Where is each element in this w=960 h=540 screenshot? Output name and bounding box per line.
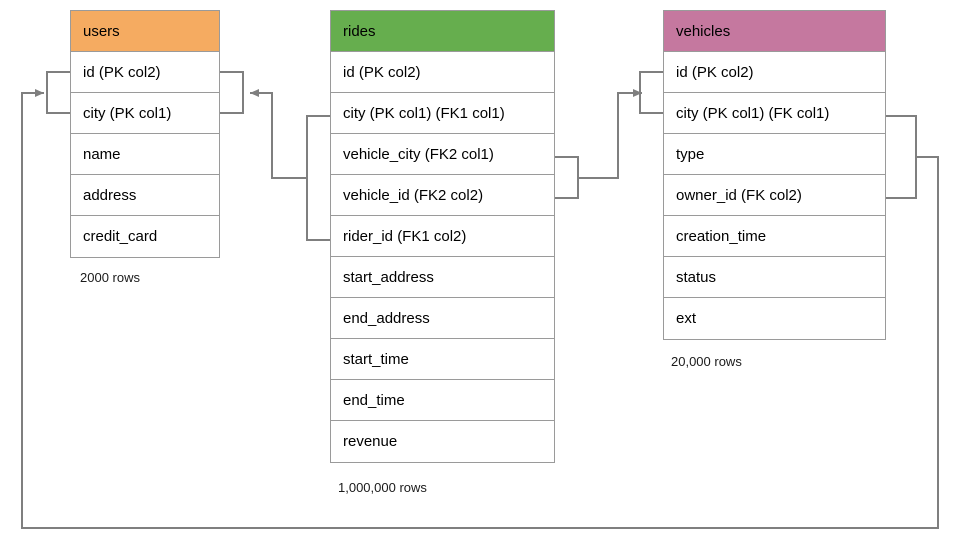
entity-users[interactable]: users id (PK col2) city (PK col1) name a… xyxy=(70,10,220,258)
entity-rides-field-end-time[interactable]: end_time xyxy=(331,380,554,421)
entity-users-field-address[interactable]: address xyxy=(71,175,219,216)
entity-users-field-city[interactable]: city (PK col1) xyxy=(71,93,219,134)
entity-rides-field-revenue[interactable]: revenue xyxy=(343,433,398,450)
edge-vehicles-right-bracket xyxy=(885,115,917,199)
entity-vehicles-field-city[interactable]: city (PK col1) (FK col1) xyxy=(664,93,885,134)
entity-vehicles-field-status[interactable]: status xyxy=(664,257,885,298)
entity-rides-row-count: 1,000,000 rows xyxy=(338,480,427,495)
entity-rides-field-start-address[interactable]: start_address xyxy=(331,257,554,298)
entity-vehicles[interactable]: vehicles id (PK col2) city (PK col1) (FK… xyxy=(663,10,886,340)
entity-users-title: users xyxy=(71,11,219,52)
entity-rides[interactable]: rides id (PK col2) city (PK col1) (FK1 c… xyxy=(330,10,555,463)
entity-rides-field-start-time[interactable]: start_time xyxy=(331,339,554,380)
entity-vehicles-field-creation-time[interactable]: creation_time xyxy=(664,216,885,257)
entity-rides-field-id[interactable]: id (PK col2) xyxy=(331,52,554,93)
edge-vehicles-left-bracket xyxy=(639,71,664,114)
entity-rides-field-end-address[interactable]: end_address xyxy=(331,298,554,339)
entity-vehicles-field-id[interactable]: id (PK col2) xyxy=(664,52,885,93)
edge-rides-to-users xyxy=(306,115,331,241)
entity-rides-field-rider-id[interactable]: rider_id (FK1 col2) xyxy=(331,216,554,257)
edge-users-right-bracket xyxy=(219,71,244,114)
edge-users-left-bracket xyxy=(46,71,71,114)
edge-rides-to-users-arrow xyxy=(250,89,308,179)
entity-rides-field-city[interactable]: city (PK col1) (FK1 col1) xyxy=(331,93,554,134)
entity-vehicles-field-ext[interactable]: ext xyxy=(676,310,697,327)
entity-users-field-credit-card[interactable]: credit_card xyxy=(83,228,158,245)
entity-users-row-count: 2000 rows xyxy=(80,270,140,285)
entity-vehicles-field-type[interactable]: type xyxy=(664,134,885,175)
edge-rides-to-vehicles xyxy=(577,89,642,179)
entity-users-field-name[interactable]: name xyxy=(71,134,219,175)
entity-vehicles-title: vehicles xyxy=(664,11,885,52)
entity-vehicles-row-count: 20,000 rows xyxy=(671,354,742,369)
entity-vehicles-field-owner-id[interactable]: owner_id (FK col2) xyxy=(664,175,885,216)
edge-rides-right-bracket xyxy=(554,156,579,199)
entity-rides-title: rides xyxy=(331,11,554,52)
entity-rides-field-vehicle-id[interactable]: vehicle_id (FK2 col2) xyxy=(331,175,554,216)
entity-rides-field-vehicle-city[interactable]: vehicle_city (FK2 col1) xyxy=(331,134,554,175)
entity-users-field-id[interactable]: id (PK col2) xyxy=(71,52,219,93)
